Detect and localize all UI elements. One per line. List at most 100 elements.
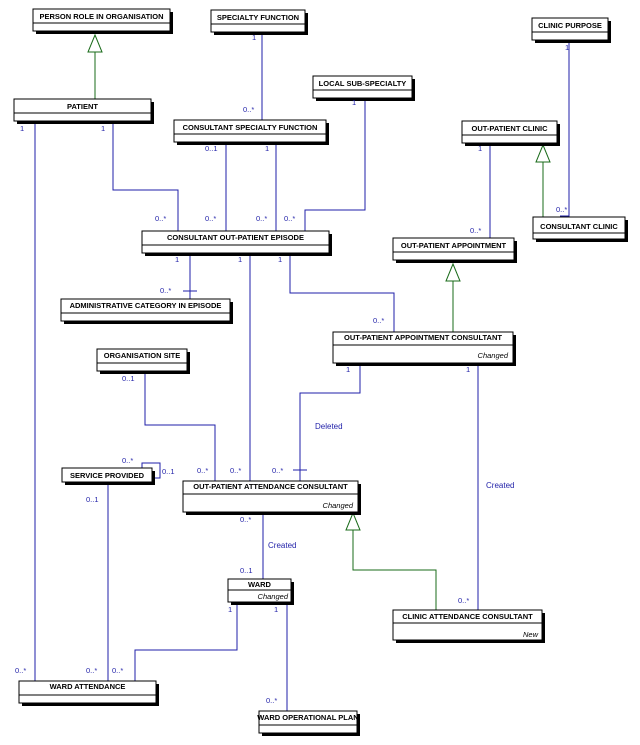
entity-out-patient-clinic[interactable]: OUT-PATIENT CLINIC (461, 120, 560, 146)
label-created-opac: Created (486, 481, 514, 490)
mult-label: 1 (228, 605, 232, 614)
assoc-local-sub-specialty-episode (304, 97, 366, 231)
svg-text:CONSULTANT CLINIC: CONSULTANT CLINIC (540, 222, 618, 231)
mult-label: 1 (478, 144, 482, 153)
generalisation-arrow-op-clinic (535, 143, 551, 163)
mult-label: 0..1 (162, 467, 175, 476)
svg-text:SPECIALTY FUNCTION: SPECIALTY FUNCTION (217, 13, 299, 22)
mult-label: 0..1 (86, 495, 99, 504)
connectors (34, 25, 570, 711)
entity-consultant-clinic[interactable]: CONSULTANT CLINIC (532, 216, 628, 242)
generalisation-arrow-op-appointment (445, 262, 461, 282)
svg-text:CLINIC PURPOSE: CLINIC PURPOSE (538, 21, 602, 30)
svg-text:WARD ATTENDANCE: WARD ATTENDANCE (50, 682, 126, 691)
svg-text:CLINIC ATTENDANCE CONSULTANT: CLINIC ATTENDANCE CONSULTANT (402, 612, 533, 621)
generalisation-clinic-attendance (352, 530, 437, 610)
entity-ward-operational-plan[interactable]: WARD OPERATIONAL PLAN (257, 710, 360, 736)
generalisation-arrow-op-attendance (345, 511, 361, 531)
mult-label: 1 (238, 255, 242, 264)
mult-label: 0..* (15, 666, 26, 675)
entity-ward-attendance[interactable]: WARD ATTENDANCE (18, 680, 159, 706)
entity-patient[interactable]: PATIENT (13, 98, 154, 124)
mult-label: 0..* (230, 466, 241, 475)
svg-text:CONSULTANT SPECIALTY FUNCTION: CONSULTANT SPECIALTY FUNCTION (183, 123, 318, 132)
entity-ward[interactable]: WARD Changed (227, 578, 294, 605)
mult-label: 0..1 (205, 144, 218, 153)
svg-text:OUT-PATIENT APPOINTMENT CONSUL: OUT-PATIENT APPOINTMENT CONSULTANT (344, 333, 502, 342)
label-created-ward: Created (268, 541, 296, 550)
entity-service-provided[interactable]: SERVICE PROVIDED (61, 467, 155, 485)
entity-specialty-function[interactable]: SPECIALTY FUNCTION (210, 9, 308, 35)
mult-label: 0..* (122, 456, 133, 465)
entity-administrative-category-in-episode[interactable]: ADMINISTRATIVE CATEGORY IN EPISODE (60, 298, 233, 324)
svg-text:LOCAL SUB-SPECIALTY: LOCAL SUB-SPECIALTY (319, 79, 407, 88)
svg-text:Changed: Changed (323, 501, 354, 510)
mult-label: 0..* (256, 214, 267, 223)
mult-label: 0..1 (122, 374, 135, 383)
svg-text:WARD OPERATIONAL PLAN: WARD OPERATIONAL PLAN (257, 713, 358, 722)
assoc-clinic-purpose-consultant-clinic (560, 33, 570, 217)
mult-label: 0..* (458, 596, 469, 605)
assoc-site-op-attendance (144, 373, 216, 481)
svg-text:CONSULTANT OUT-PATIENT EPISODE: CONSULTANT OUT-PATIENT EPISODE (167, 233, 304, 242)
entity-person-role[interactable]: PERSON ROLE IN ORGANISATION (32, 8, 173, 34)
svg-text:OUT-PATIENT ATTENDANCE CONSULT: OUT-PATIENT ATTENDANCE CONSULTANT (193, 482, 348, 491)
svg-text:OUT-PATIENT CLINIC: OUT-PATIENT CLINIC (472, 124, 549, 133)
mult-label: 1 (175, 255, 179, 264)
mult-label: 1 (346, 365, 350, 374)
label-deleted: Deleted (315, 422, 343, 431)
mult-label: 0..* (112, 666, 123, 675)
mult-label: 0..* (284, 214, 295, 223)
mult-label: 0..* (373, 316, 384, 325)
multiplicities: 1 0..* 1 0..* 1 1 1 0..1 1 1 0..* 0..* 0… (15, 33, 569, 705)
mult-label: 1 (20, 124, 24, 133)
svg-text:Changed: Changed (258, 592, 289, 601)
mult-label: 0..* (272, 466, 283, 475)
assoc-opac-op-attendance-deleted (299, 364, 361, 481)
entity-clinic-attendance-consultant[interactable]: CLINIC ATTENDANCE CONSULTANT New (392, 609, 545, 643)
mult-label: 0..* (266, 696, 277, 705)
entity-clinic-purpose[interactable]: CLINIC PURPOSE (531, 17, 611, 43)
svg-text:PERSON ROLE IN ORGANISATION: PERSON ROLE IN ORGANISATION (39, 12, 163, 21)
svg-text:OUT-PATIENT APPOINTMENT: OUT-PATIENT APPOINTMENT (401, 241, 507, 250)
svg-text:New: New (523, 630, 539, 639)
svg-text:WARD: WARD (248, 580, 271, 589)
mult-label: 0..* (240, 515, 251, 524)
mult-label: 1 (278, 255, 282, 264)
entity-out-patient-appointment-consultant[interactable]: OUT-PATIENT APPOINTMENT CONSULTANT Chang… (332, 331, 516, 366)
svg-text:PATIENT: PATIENT (67, 102, 98, 111)
assoc-patient-episode (112, 111, 179, 231)
mult-label: 0..1 (240, 566, 253, 575)
mult-label: 1 (274, 605, 278, 614)
mult-label: 0..* (556, 205, 567, 214)
assoc-episode-opac (289, 253, 395, 332)
mult-label: 1 (101, 124, 105, 133)
mult-label: 0..* (205, 214, 216, 223)
entity-local-sub-specialty[interactable]: LOCAL SUB-SPECIALTY (312, 75, 415, 101)
mult-label: 0..* (470, 226, 481, 235)
mult-label: 0..* (86, 666, 97, 675)
mult-label: 0..* (243, 105, 254, 114)
mult-label: 0..* (155, 214, 166, 223)
connector-labels: Deleted Created Created (268, 422, 514, 550)
mult-label: 1 (265, 144, 269, 153)
svg-text:ADMINISTRATIVE CATEGORY IN EPI: ADMINISTRATIVE CATEGORY IN EPISODE (70, 301, 222, 310)
mult-label: 1 (565, 43, 569, 52)
entity-out-patient-appointment[interactable]: OUT-PATIENT APPOINTMENT (392, 237, 517, 263)
mult-label: 0..* (160, 286, 171, 295)
mult-label: 1 (252, 33, 256, 42)
mult-label: 1 (352, 98, 356, 107)
svg-text:ORGANISATION SITE: ORGANISATION SITE (104, 351, 181, 360)
generalisation-arrow-person-role (87, 33, 103, 53)
mult-label: 1 (466, 365, 470, 374)
svg-text:SERVICE PROVIDED: SERVICE PROVIDED (70, 471, 145, 480)
entity-consultant-out-patient-episode[interactable]: CONSULTANT OUT-PATIENT EPISODE (141, 230, 332, 256)
svg-text:Changed: Changed (478, 351, 509, 360)
assoc-service-provided-self (141, 462, 161, 479)
entity-out-patient-attendance-consultant[interactable]: OUT-PATIENT ATTENDANCE CONSULTANT Change… (182, 480, 361, 515)
mult-label: 0..* (197, 466, 208, 475)
entity-consultant-specialty-function[interactable]: CONSULTANT SPECIALTY FUNCTION (173, 119, 329, 145)
entity-organisation-site[interactable]: ORGANISATION SITE (96, 348, 190, 374)
assoc-ward-ward-attendance (134, 604, 238, 681)
